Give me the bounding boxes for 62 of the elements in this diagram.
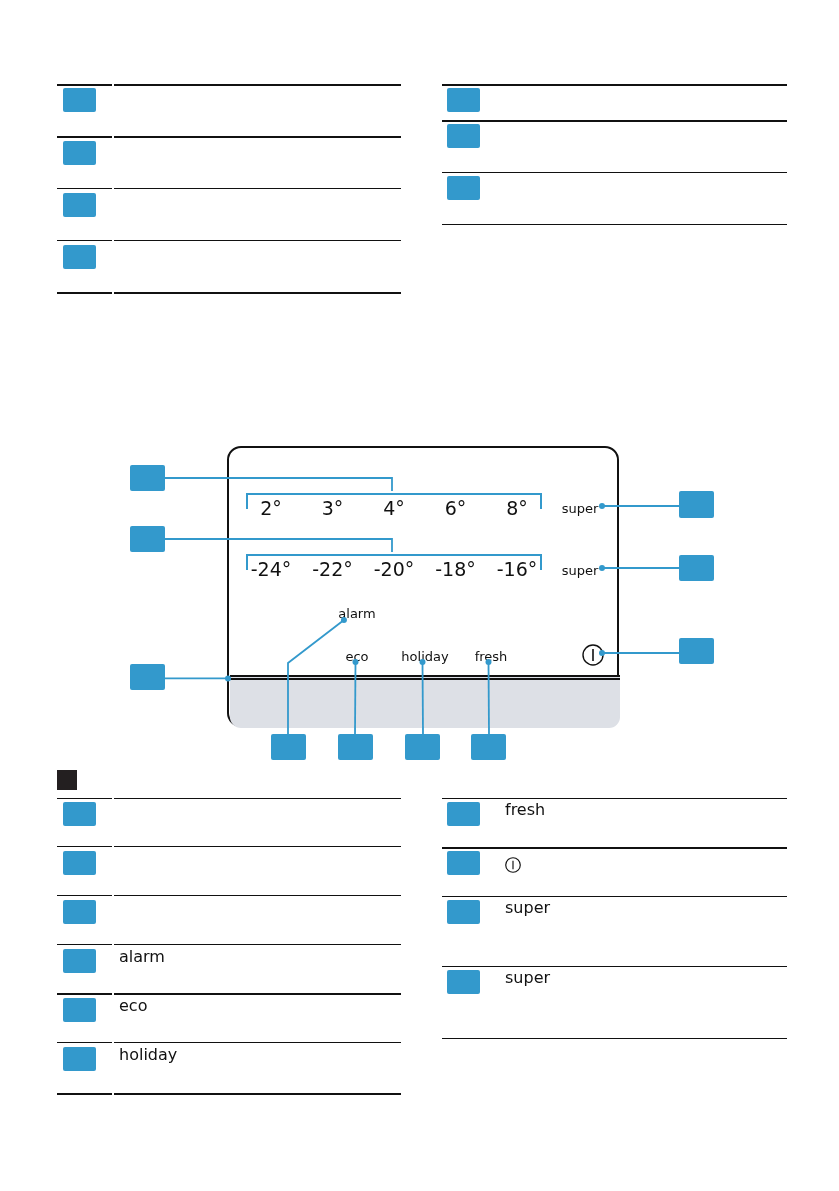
callout-box — [405, 734, 440, 760]
callout-box — [679, 638, 714, 664]
temperature-value: 2° — [260, 499, 282, 518]
leader-line — [164, 477, 393, 492]
leader-line — [485, 659, 492, 735]
callout-box — [63, 88, 96, 112]
indicator-label: holiday — [400, 648, 450, 664]
callout-box — [63, 802, 96, 826]
callout-box — [679, 555, 714, 581]
indicator-label: eco — [343, 648, 371, 664]
touch-strip — [230, 675, 620, 728]
indicator-label: alarm — [335, 605, 379, 622]
callout-box — [130, 526, 165, 552]
callout-box — [271, 734, 306, 760]
callout-box — [471, 734, 506, 760]
callout-box — [130, 465, 165, 491]
display-panel — [227, 446, 619, 727]
callout-box — [447, 124, 480, 148]
leader-line — [599, 565, 680, 571]
temperature-value: -18° — [435, 560, 476, 579]
callout-box — [447, 176, 480, 200]
indicator-label: super — [556, 499, 604, 517]
callout-box — [63, 851, 96, 875]
temperature-value: 8° — [506, 499, 528, 518]
callout-box — [130, 664, 165, 690]
temperature-value: -22° — [312, 560, 353, 579]
temperature-value: -24° — [250, 560, 292, 579]
callout-box — [447, 900, 480, 924]
callout-box — [447, 802, 480, 826]
callout-box — [63, 193, 96, 217]
callout-box — [63, 245, 96, 269]
leader-line — [419, 659, 426, 735]
callout-box — [63, 949, 96, 973]
indicator-label: fresh — [473, 648, 509, 664]
temperature-value: -20° — [373, 560, 415, 579]
callout-box — [63, 900, 96, 924]
row-label: alarm — [119, 949, 165, 965]
callout-box — [338, 734, 373, 760]
callout-box — [447, 970, 480, 994]
temperature-value: -16° — [496, 560, 538, 579]
row-label: eco — [119, 998, 148, 1014]
temperature-value: 6° — [444, 499, 467, 518]
row-label: holiday — [119, 1047, 178, 1063]
callout-box — [63, 998, 96, 1022]
temperature-value: 4° — [383, 499, 405, 518]
leader-line — [164, 538, 393, 553]
callout-box — [63, 1047, 96, 1071]
leader-line — [599, 503, 680, 509]
row-label: fresh — [505, 802, 546, 818]
row-label: super — [505, 900, 551, 916]
callout-box — [679, 491, 714, 518]
indicator-label: super — [556, 561, 604, 579]
row-label: super — [505, 970, 551, 986]
leader-line — [287, 617, 347, 735]
power-icon — [582, 644, 604, 666]
leader-line — [164, 675, 231, 682]
leader-line — [352, 659, 359, 735]
leader-line — [599, 650, 680, 656]
callout-box — [63, 141, 96, 165]
temperature-value: 3° — [321, 499, 344, 518]
callout-box — [447, 851, 480, 875]
callout-box — [447, 88, 480, 112]
